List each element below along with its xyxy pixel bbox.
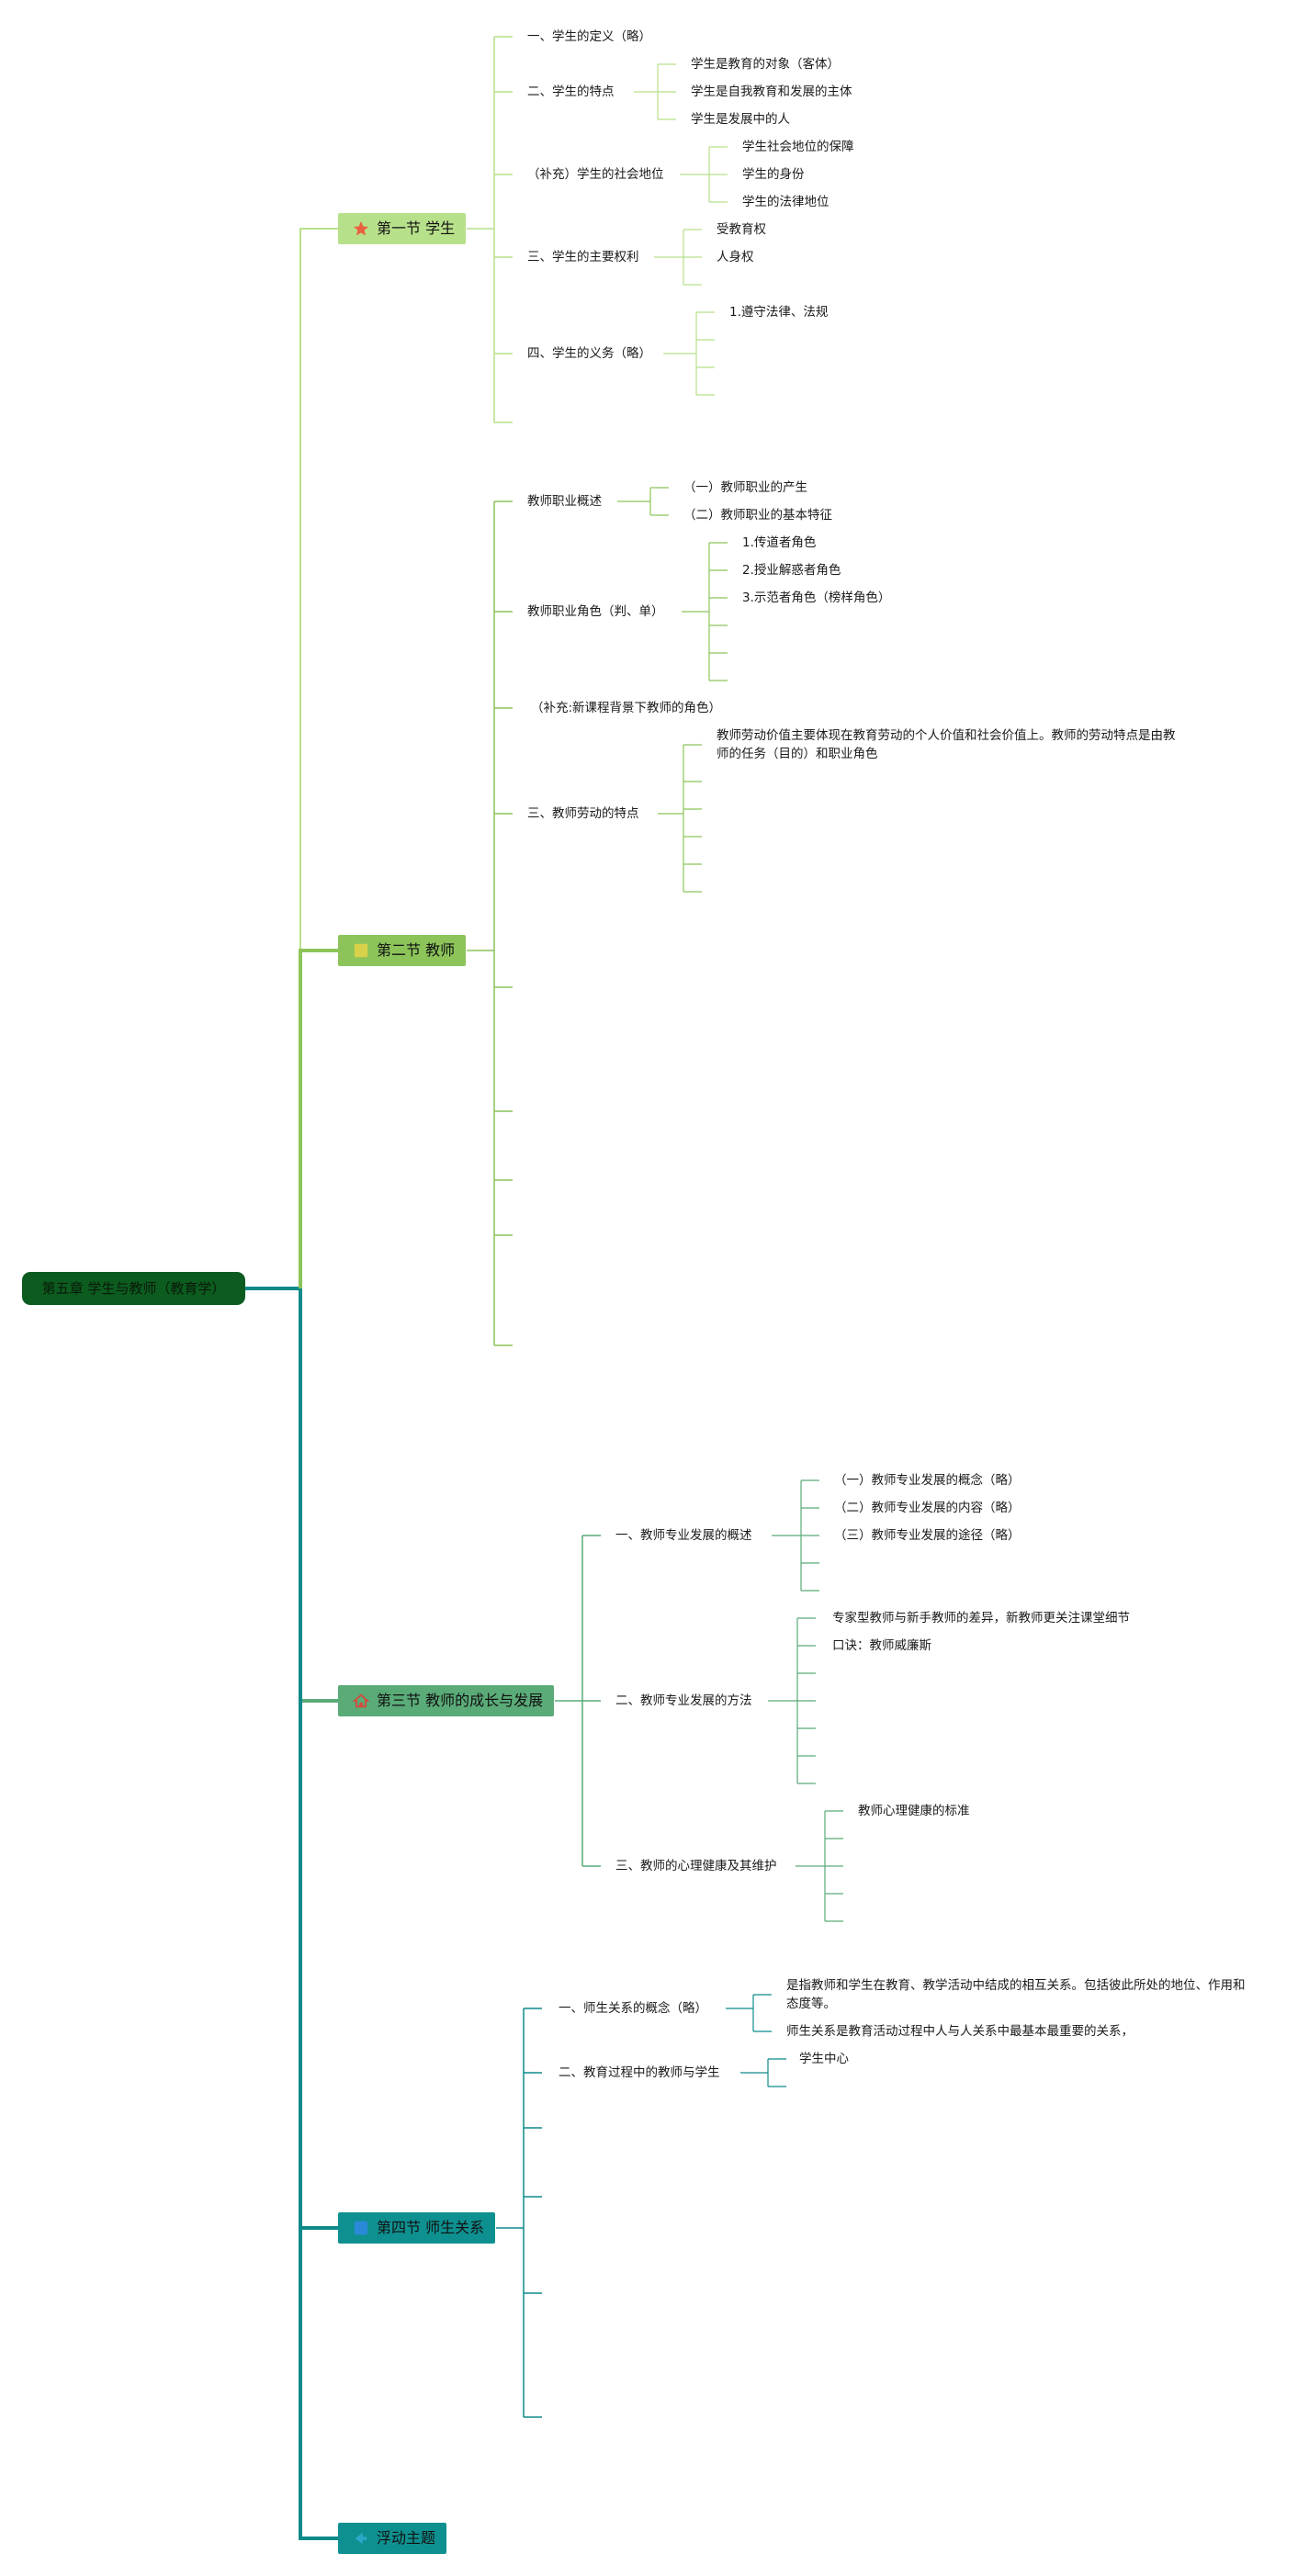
- section-label: 第三节 教师的成长与发展: [377, 1692, 544, 1709]
- topic-s4-item-2[interactable]: 二、教育过程中的教师与学生: [559, 2065, 720, 2080]
- topic-s2-item-4-child-1[interactable]: 教师劳动价值主要体现在教育劳动的个人价值和社会价值上。教师的劳动特点是由教师的任…: [717, 728, 1176, 761]
- topic-s1-item-3-child-3[interactable]: 学生的法律地位: [742, 195, 830, 209]
- flag-icon: [354, 943, 368, 958]
- topic-s2-item-2-child-1[interactable]: 1.传道者角色: [742, 535, 817, 550]
- topic-s3-item-1-child-2[interactable]: （二）教师专业发展的内容（略）: [834, 1501, 1021, 1515]
- section-topic-teachers[interactable]: 第二节 教师: [338, 935, 467, 966]
- topic-s4-item-1[interactable]: 一、师生关系的概念（略）: [559, 2001, 707, 2016]
- topic-s2-item-1[interactable]: 教师职业概述: [527, 494, 602, 509]
- square-icon: [354, 2221, 368, 2235]
- topic-s3-item-2-child-1[interactable]: 专家型教师与新手教师的差异，新教师更关注课堂细节: [832, 1611, 1130, 1625]
- topic-s1-item-3-child-1[interactable]: 学生社会地位的保障: [742, 140, 854, 154]
- connector: [299, 1288, 338, 2230]
- topic-s2-item-3[interactable]: （补充:新课程背景下教师的角色）: [531, 701, 722, 715]
- root-topic-label: 第五章 学生与教师（教育学）: [41, 1280, 226, 1297]
- topic-s4-item-1-child-2[interactable]: 师生关系是教育活动过程中人与人关系中最基本最重要的关系，: [786, 2024, 1134, 2039]
- topic-s1-item-4-child-1[interactable]: 受教育权: [717, 222, 766, 237]
- star-icon: [353, 220, 369, 236]
- topic-s1-item-2-child-3[interactable]: 学生是发展中的人: [691, 112, 790, 127]
- topic-s3-item-1-child-3[interactable]: （三）教师专业发展的途径（略）: [834, 1528, 1021, 1543]
- topic-s1-item-4-child-2[interactable]: 人身权: [717, 250, 754, 264]
- topic-s1-item-5-child-1[interactable]: 1.遵守法律、法规: [729, 305, 829, 320]
- section-label: 浮动主题: [377, 2529, 436, 2547]
- section-topic-students[interactable]: 第一节 学生: [338, 213, 467, 244]
- topic-s2-item-2-child-3[interactable]: 3.示范者角色（榜样角色）: [742, 591, 891, 605]
- topic-s3-item-2[interactable]: 二、教师专业发展的方法: [615, 1693, 752, 1708]
- topic-s1-item-3[interactable]: （补充）学生的社会地位: [527, 167, 664, 182]
- root-topic[interactable]: 第五章 学生与教师（教育学）: [22, 1272, 245, 1305]
- section-label: 第一节 学生: [377, 219, 456, 237]
- topic-s3-item-3[interactable]: 三、教师的心理健康及其维护: [615, 1859, 777, 1873]
- topic-s1-item-1[interactable]: 一、学生的定义（略）: [527, 29, 651, 44]
- section-topic-floating[interactable]: 浮动主题: [338, 2523, 447, 2554]
- connector: [299, 1288, 338, 1703]
- section-label: 第二节 教师: [377, 941, 456, 959]
- topic-s3-item-3-child-1[interactable]: 教师心理健康的标准: [858, 1804, 970, 1818]
- section-topic-teacher-growth[interactable]: 第三节 教师的成长与发展: [338, 1685, 555, 1716]
- connector: [299, 228, 338, 1288]
- topic-s1-item-5[interactable]: 四、学生的义务（略）: [527, 346, 651, 361]
- topic-s3-item-2-child-2[interactable]: 口诀：教师威廉斯: [832, 1638, 931, 1653]
- topic-s2-item-1-child-2[interactable]: （二）教师职业的基本特征: [683, 508, 832, 523]
- topic-s1-item-3-child-2[interactable]: 学生的身份: [742, 167, 805, 182]
- topic-s1-item-4[interactable]: 三、学生的主要权利: [527, 250, 639, 264]
- home-icon: [353, 1693, 369, 1708]
- topic-s3-item-1[interactable]: 一、教师专业发展的概述: [615, 1528, 752, 1543]
- topic-s2-item-1-child-1[interactable]: （一）教师职业的产生: [683, 480, 807, 495]
- topic-s1-item-2[interactable]: 二、学生的特点: [527, 84, 615, 99]
- topic-s2-item-2[interactable]: 教师职业角色（判、单）: [527, 604, 664, 619]
- topic-s2-item-4[interactable]: 三、教师劳动的特点: [527, 806, 639, 821]
- section-topic-teacher-student-relations[interactable]: 第四节 师生关系: [338, 2212, 496, 2244]
- topic-s3-item-1-child-1[interactable]: （一）教师专业发展的概念（略）: [834, 1473, 1021, 1488]
- section-label: 第四节 师生关系: [377, 2219, 485, 2236]
- connector: [299, 1288, 338, 2540]
- topic-s4-item-1-child-1[interactable]: 是指教师和学生在教育、教学活动中结成的相互关系。包括彼此所处的地位、作用和态度等…: [786, 1978, 1246, 2011]
- topic-s1-item-2-child-2[interactable]: 学生是自我教育和发展的主体: [691, 84, 852, 99]
- connector: [299, 949, 338, 1288]
- topic-s4-item-2-child-1[interactable]: 学生中心: [799, 2052, 849, 2066]
- topic-s2-item-2-child-2[interactable]: 2.授业解惑者角色: [742, 563, 841, 578]
- arrow-left-icon: [355, 2532, 367, 2545]
- topic-s1-item-2-child-1[interactable]: 学生是教育的对象（客体）: [691, 57, 840, 72]
